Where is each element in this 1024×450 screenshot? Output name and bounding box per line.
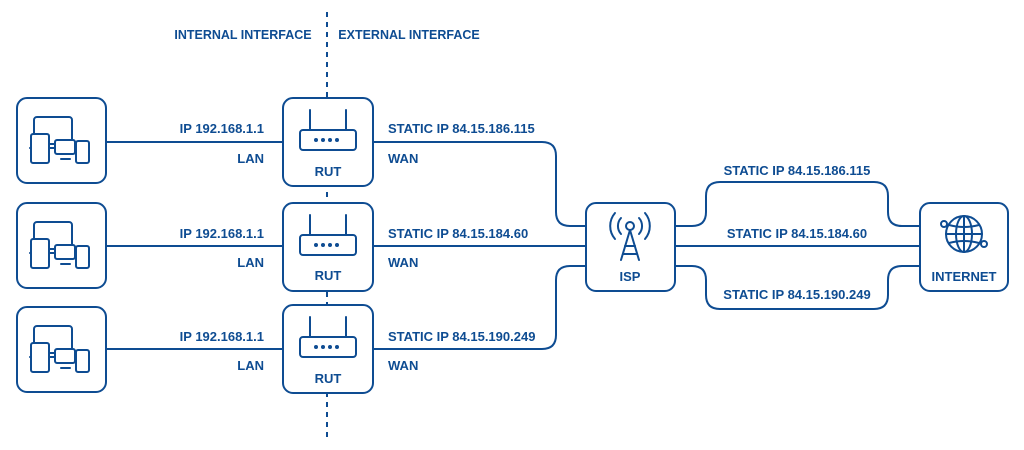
wan-link-1 <box>373 141 586 227</box>
devices-icon <box>29 325 90 373</box>
isp-link-ip-3: STATIC IP 84.15.190.249 <box>723 287 870 302</box>
router-box-1: RUT <box>282 97 374 187</box>
isp-internet-link-1 <box>675 181 920 227</box>
wan-label-1: WAN <box>388 151 418 166</box>
globe-icon <box>940 215 988 253</box>
devices-icon <box>29 116 90 164</box>
isp-box: ISP <box>585 202 676 292</box>
router-label-3: RUT <box>315 371 342 386</box>
router-icon <box>299 214 357 256</box>
lan-ip-3: IP 192.168.1.1 <box>180 329 264 344</box>
router-label-1: RUT <box>315 164 342 179</box>
wan-link-3 <box>373 265 586 350</box>
router-icon <box>299 316 357 358</box>
router-box-3: RUT <box>282 304 374 394</box>
lan-label-2: LAN <box>237 255 264 270</box>
lan-ip-1: IP 192.168.1.1 <box>180 121 264 136</box>
lan-ip-2: IP 192.168.1.1 <box>180 226 264 241</box>
antenna-tower-icon <box>609 212 651 261</box>
internet-label: INTERNET <box>932 269 997 284</box>
internal-interface-header: INTERNAL INTERFACE <box>174 28 311 42</box>
internet-box: INTERNET <box>919 202 1009 292</box>
devices-icon <box>29 221 90 269</box>
router-label-2: RUT <box>315 268 342 283</box>
device-box-3 <box>16 306 107 393</box>
lan-label-3: LAN <box>237 358 264 373</box>
external-interface-header: EXTERNAL INTERFACE <box>338 28 479 42</box>
wan-label-3: WAN <box>388 358 418 373</box>
lan-label-1: LAN <box>237 151 264 166</box>
router-box-2: RUT <box>282 202 374 292</box>
device-box-1 <box>16 97 107 184</box>
router-icon <box>299 109 357 151</box>
device-box-2 <box>16 202 107 289</box>
isp-internet-link-3 <box>675 265 920 310</box>
wan-ip-3: STATIC IP 84.15.190.249 <box>388 329 535 344</box>
isp-link-ip-2: STATIC IP 84.15.184.60 <box>727 226 867 241</box>
wan-ip-2: STATIC IP 84.15.184.60 <box>388 226 528 241</box>
wan-label-2: WAN <box>388 255 418 270</box>
isp-link-ip-1: STATIC IP 84.15.186.115 <box>724 163 871 178</box>
isp-label: ISP <box>620 269 641 284</box>
wan-ip-1: STATIC IP 84.15.186.115 <box>388 121 535 136</box>
